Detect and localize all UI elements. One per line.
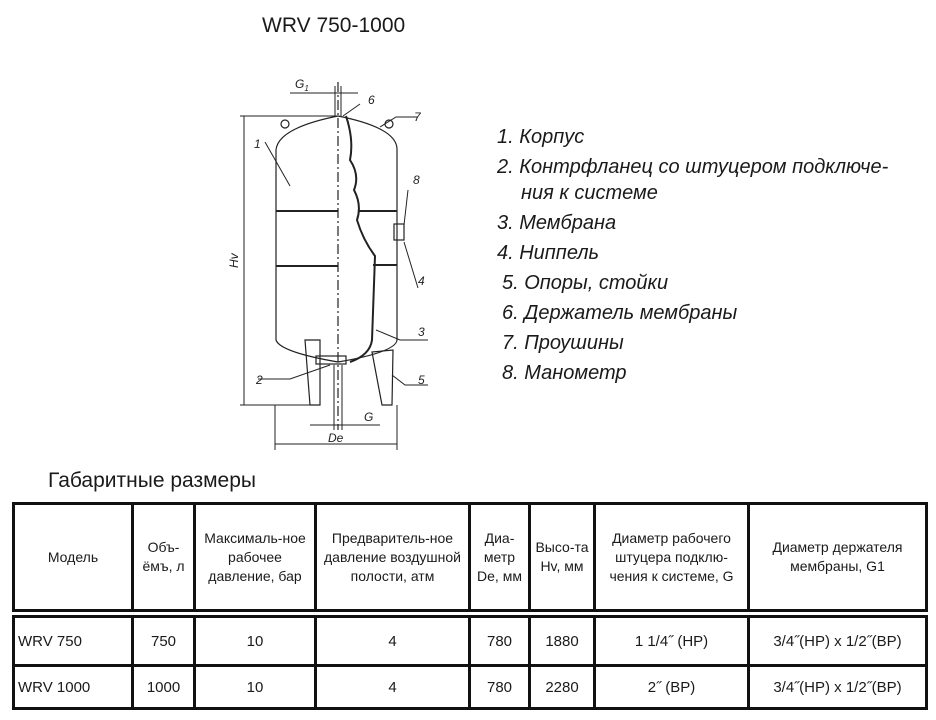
table-row: WRV 750 750 10 4 780 1880 1 1/4˝ (НР) 3/… — [12, 615, 928, 667]
label-5: 5 — [418, 373, 425, 387]
label-hv: Hv — [227, 252, 241, 268]
dimension-lines — [240, 86, 428, 450]
cell: 3/4˝(НР) х 1/2˝(ВР) — [747, 615, 928, 667]
cell: 1 1/4˝ (НР) — [593, 615, 750, 667]
cell: 4 — [314, 664, 471, 710]
header-cell: Диаметр держателя мембраны, G1 — [747, 502, 928, 612]
header-cell: Максималь-ное рабочее давление, бар — [193, 502, 317, 612]
header-cell: Предваритель-ное давление воздушной поло… — [314, 502, 471, 612]
cell: 1880 — [528, 615, 596, 667]
tank-drawing: G1 6 7 1 8 4 3 2 5 G De Hv — [227, 77, 428, 450]
header-cell: Высо-та Hv, мм — [528, 502, 596, 612]
cell: 4 — [314, 615, 471, 667]
cell: WRV 1000 — [12, 664, 134, 710]
cell: 2˝ (ВР) — [593, 664, 750, 710]
label-6: 6 — [368, 93, 375, 107]
label-2: 2 — [255, 373, 263, 387]
table-row: WRV 1000 1000 10 4 780 2280 2˝ (ВР) 3/4˝… — [12, 664, 928, 710]
legend-item: 4. Ниппель — [497, 242, 600, 264]
page-title: WRV 750-1000 — [262, 14, 406, 37]
legend-item: 6. Держатель мембраны — [502, 302, 738, 324]
legend-item: 8. Манометр — [502, 362, 627, 384]
cell: 1000 — [131, 664, 196, 710]
cell: 10 — [193, 664, 317, 710]
label-3: 3 — [418, 325, 425, 339]
label-1: 1 — [254, 137, 261, 151]
header-cell: Диаметр рабочего штуцера подклю-чения к … — [593, 502, 750, 612]
divider — [13, 609, 927, 618]
label-de: De — [328, 431, 344, 445]
label-8: 8 — [413, 173, 420, 187]
dimensions-table: Модель Объ-ёмъ, л Максималь-ное рабочее … — [12, 502, 928, 710]
label-7: 7 — [414, 110, 422, 124]
legend-item: 5. Опоры, стойки — [502, 272, 669, 294]
header-cell: Диа-метр De, мм — [468, 502, 531, 612]
table-header-row: Модель Объ-ёмъ, л Максималь-ное рабочее … — [12, 502, 928, 612]
header-cell: Модель — [12, 502, 134, 612]
label-g1: G1 — [295, 77, 309, 93]
cell: 780 — [468, 664, 531, 710]
cell: 10 — [193, 615, 317, 667]
cell: WRV 750 — [12, 615, 134, 667]
legend-item: ния к системе — [521, 182, 658, 204]
header-cell: Объ-ёмъ, л — [131, 502, 196, 612]
legend-item: 2. Контрфланец со штуцером подключе- — [497, 156, 889, 178]
legend-item: 1. Корпус — [497, 126, 585, 148]
cell: 750 — [131, 615, 196, 667]
section-title: Габаритные размеры — [48, 469, 256, 492]
cell: 780 — [468, 615, 531, 667]
label-g: G — [364, 410, 373, 424]
label-4: 4 — [418, 274, 425, 288]
parts-legend: 1. Корпус 2. Контрфланец со штуцером под… — [497, 122, 888, 388]
tank-body — [275, 82, 405, 430]
legend-item: 7. Проушины — [502, 332, 624, 354]
cell: 2280 — [528, 664, 596, 710]
cell: 3/4˝(НР) х 1/2˝(ВР) — [747, 664, 928, 710]
legend-item: 3. Мембрана — [497, 212, 617, 234]
